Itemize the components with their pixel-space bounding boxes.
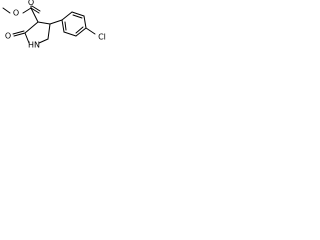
bond-ph-inner-2 — [75, 26, 84, 34]
bond-c4-phenyl — [49, 19, 63, 25]
bond-ph-4 — [75, 27, 87, 37]
molecule-diagram: O O O HN Cl — [2, 0, 106, 50]
bond-methyl-o — [2, 7, 11, 14]
bond-ph-cl — [85, 27, 96, 35]
bond-ph-1 — [61, 11, 73, 21]
bond-n-c2 — [24, 32, 30, 44]
atom-o-carbonyl-lactam: O — [5, 32, 11, 41]
bond-ph-inner-1 — [72, 14, 83, 19]
atom-labels: O O O HN Cl — [5, 0, 106, 50]
bond-ph-3 — [83, 15, 87, 29]
bond-c2-c3 — [24, 21, 39, 34]
atom-chlorine: Cl — [98, 33, 106, 42]
bond-ph-inner-3 — [64, 21, 67, 31]
bond-c3-c4 — [37, 21, 51, 25]
bond-ester-to-ring — [30, 7, 39, 23]
bond-lactam-co-2 — [12, 30, 25, 35]
bond-ph-5 — [63, 31, 77, 37]
bond-lines — [2, 5, 96, 44]
bond-ester-co-1 — [30, 7, 40, 14]
bond-o-c-ester — [22, 7, 32, 14]
atom-o-carbonyl-ester: O — [28, 0, 34, 7]
bond-c4-c5 — [47, 23, 51, 40]
atom-o-ether: O — [13, 9, 19, 18]
atom-nh: HN — [28, 41, 40, 50]
bond-ph-2 — [71, 11, 85, 17]
bond-c5-n — [38, 38, 49, 44]
bond-lactam-co-1 — [13, 32, 26, 37]
bond-ph-6 — [61, 19, 65, 33]
bond-ester-co-2 — [31, 5, 41, 12]
